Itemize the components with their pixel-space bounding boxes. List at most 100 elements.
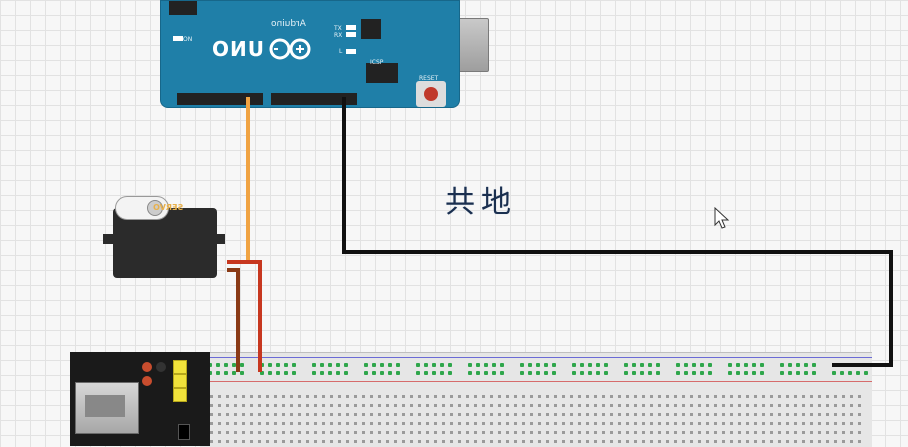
grid-hole: [610, 422, 613, 425]
grid-hole: [498, 422, 501, 425]
reset-button[interactable]: [424, 87, 438, 101]
grid-hole: [434, 422, 437, 425]
grid-hole: [698, 422, 701, 425]
grid-hole: [530, 413, 533, 416]
grid-hole: [306, 440, 309, 443]
grid-hole: [242, 413, 245, 416]
grid-hole: [498, 440, 501, 443]
grid-hole: [626, 422, 629, 425]
grid-hole: [666, 413, 669, 416]
grid-hole: [650, 431, 653, 434]
grid-hole: [434, 413, 437, 416]
grid-hole: [762, 431, 765, 434]
power-switch[interactable]: [178, 424, 190, 440]
grid-hole: [362, 422, 365, 425]
grid-hole: [514, 440, 517, 443]
rail-hole: [432, 363, 436, 367]
grid-hole: [466, 440, 469, 443]
grid-hole: [242, 404, 245, 407]
grid-hole: [210, 395, 213, 398]
rail-hole: [656, 371, 660, 375]
rail-hole: [468, 363, 472, 367]
wire-power: [227, 260, 262, 372]
grid-hole: [226, 431, 229, 434]
grid-hole: [482, 404, 485, 407]
grid-hole: [266, 395, 269, 398]
grid-hole: [546, 404, 549, 407]
grid-hole: [834, 422, 837, 425]
rail-hole: [268, 371, 272, 375]
rail-hole: [588, 371, 592, 375]
grid-hole: [378, 395, 381, 398]
grid-hole: [738, 395, 741, 398]
rail-hole: [276, 371, 280, 375]
jumper-1: [173, 360, 187, 374]
grid-hole: [522, 413, 525, 416]
grid-hole: [386, 431, 389, 434]
grid-hole: [410, 431, 413, 434]
grid-hole: [850, 440, 853, 443]
grid-hole: [794, 395, 797, 398]
rail-hole: [700, 363, 704, 367]
grid-hole: [218, 404, 221, 407]
grid-hole: [642, 440, 645, 443]
grid-hole: [378, 413, 381, 416]
rail-hole: [552, 371, 556, 375]
grid-hole: [298, 413, 301, 416]
power-pin-black: [156, 362, 166, 372]
rail-hole: [380, 371, 384, 375]
grid-hole: [666, 422, 669, 425]
rail-hole: [372, 363, 376, 367]
grid-hole: [490, 422, 493, 425]
grid-hole: [818, 395, 821, 398]
grid-hole: [730, 422, 733, 425]
grid-hole: [746, 395, 749, 398]
grid-hole: [282, 440, 285, 443]
servo-motor[interactable]: SERVO: [103, 196, 225, 278]
grid-hole: [730, 404, 733, 407]
grid-hole: [834, 431, 837, 434]
rail-hole: [492, 371, 496, 375]
grid-hole: [226, 440, 229, 443]
grid-hole: [754, 440, 757, 443]
grid-hole: [554, 404, 557, 407]
grid-hole: [818, 422, 821, 425]
grid-hole: [730, 413, 733, 416]
rail-hole: [424, 371, 428, 375]
rail-hole: [484, 363, 488, 367]
grid-hole: [690, 431, 693, 434]
grid-hole: [530, 431, 533, 434]
grid-hole: [218, 395, 221, 398]
rail-hole: [580, 363, 584, 367]
tx-label: TX: [334, 25, 342, 32]
grid-hole: [554, 431, 557, 434]
grid-hole: [618, 440, 621, 443]
grid-hole: [282, 413, 285, 416]
grid-hole: [210, 422, 213, 425]
grid-hole: [266, 413, 269, 416]
grid-hole: [794, 431, 797, 434]
grid-hole: [794, 440, 797, 443]
grid-hole: [778, 422, 781, 425]
rail-hole: [728, 371, 732, 375]
rail-hole: [648, 363, 652, 367]
grid-hole: [762, 413, 765, 416]
grid-hole: [330, 413, 333, 416]
grid-hole: [610, 431, 613, 434]
grid-hole: [786, 422, 789, 425]
rail-hole: [484, 371, 488, 375]
grid-hole: [250, 431, 253, 434]
grid-hole: [610, 395, 613, 398]
grid-hole: [714, 422, 717, 425]
rail-hole: [604, 363, 608, 367]
arduino-uno-board[interactable]: ON UNO Arduino TX RX L ICSP RESET: [160, 0, 460, 108]
rail-hole: [336, 371, 340, 375]
grid-hole: [570, 431, 573, 434]
rail-hole: [536, 371, 540, 375]
grid-hole: [330, 440, 333, 443]
grid-hole: [746, 422, 749, 425]
grid-hole: [818, 413, 821, 416]
rail-hole: [796, 363, 800, 367]
grid-hole: [722, 431, 725, 434]
rx-led: [346, 32, 356, 37]
